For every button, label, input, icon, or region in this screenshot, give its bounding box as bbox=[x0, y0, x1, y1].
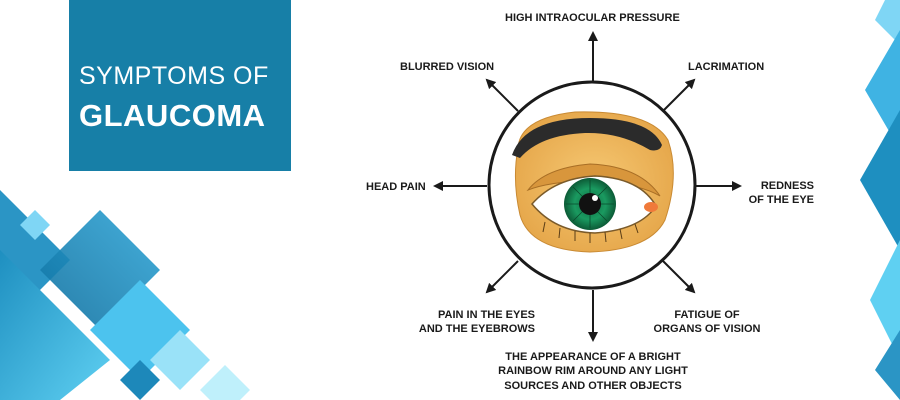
arrow-down-right bbox=[662, 260, 696, 294]
label-lacrimation-text: LACRIMATION bbox=[688, 61, 765, 73]
arrows bbox=[433, 31, 742, 342]
label-rainbow-rim: THE APPEARANCE OF A BRIGHT RAINBOW RIM A… bbox=[488, 350, 698, 393]
label-redness-line2: OF THE EYE bbox=[748, 194, 814, 207]
label-rainbow-line3: SOURCES AND OTHER OBJECTS bbox=[504, 379, 682, 392]
deco-diamond bbox=[20, 210, 50, 240]
label-redness-line1: REDNESS bbox=[760, 180, 814, 192]
eyebrow bbox=[512, 118, 662, 158]
label-head-pain: HEAD PAIN bbox=[366, 180, 426, 194]
deco-diamond bbox=[865, 30, 900, 150]
label-lacrimation: LACRIMATION bbox=[688, 60, 764, 74]
deco-diamond bbox=[0, 250, 110, 400]
deco-diamond bbox=[860, 110, 900, 250]
label-redness: REDNESS OF THE EYE bbox=[746, 179, 814, 208]
left-decoration bbox=[0, 190, 250, 400]
deco-diamond bbox=[120, 360, 160, 400]
eye-highlight bbox=[592, 195, 598, 201]
arrow-down-left bbox=[485, 260, 519, 294]
eye-icon bbox=[512, 111, 674, 253]
label-blurred-vision: BLURRED VISION bbox=[400, 60, 494, 74]
label-high-pressure: HIGH INTRAOCULAR PRESSURE bbox=[505, 11, 680, 25]
label-fatigue: FATIGUE OF ORGANS OF VISION bbox=[652, 308, 762, 337]
arrow-up-left bbox=[485, 78, 519, 112]
label-head-pain-text: HEAD PAIN bbox=[366, 181, 426, 193]
label-high-pressure-text: HIGH INTRAOCULAR PRESSURE bbox=[505, 12, 680, 24]
deco-diamond bbox=[875, 330, 900, 400]
deco-diamond bbox=[200, 365, 250, 400]
title-box: SYMPTOMS OF GLAUCOMA bbox=[69, 0, 291, 171]
lower-lashes bbox=[542, 221, 639, 243]
label-eye-pain-line2: AND THE EYEBROWS bbox=[418, 323, 535, 336]
tear-duct bbox=[644, 202, 658, 212]
label-rainbow-line1: THE APPEARANCE OF A BRIGHT bbox=[505, 351, 681, 363]
label-eye-pain-line1: PAIN IN THE EYES bbox=[438, 309, 535, 321]
right-decoration bbox=[860, 0, 900, 400]
deco-diamond bbox=[875, 0, 900, 45]
label-eye-pain: PAIN IN THE EYES AND THE EYEBROWS bbox=[400, 308, 535, 337]
arrow-up-right bbox=[662, 78, 696, 112]
deco-diamond bbox=[870, 240, 900, 360]
label-rainbow-line2: RAINBOW RIM AROUND ANY LIGHT bbox=[498, 365, 688, 378]
pupil bbox=[579, 193, 601, 215]
label-blurred-vision-text: BLURRED VISION bbox=[400, 61, 495, 73]
title-line-1: SYMPTOMS OF bbox=[79, 62, 269, 90]
label-fatigue-line1: FATIGUE OF bbox=[674, 309, 740, 321]
label-fatigue-line2: ORGANS OF VISION bbox=[653, 323, 761, 336]
title-line-2: GLAUCOMA bbox=[79, 98, 266, 133]
deco-diamond bbox=[150, 330, 210, 390]
